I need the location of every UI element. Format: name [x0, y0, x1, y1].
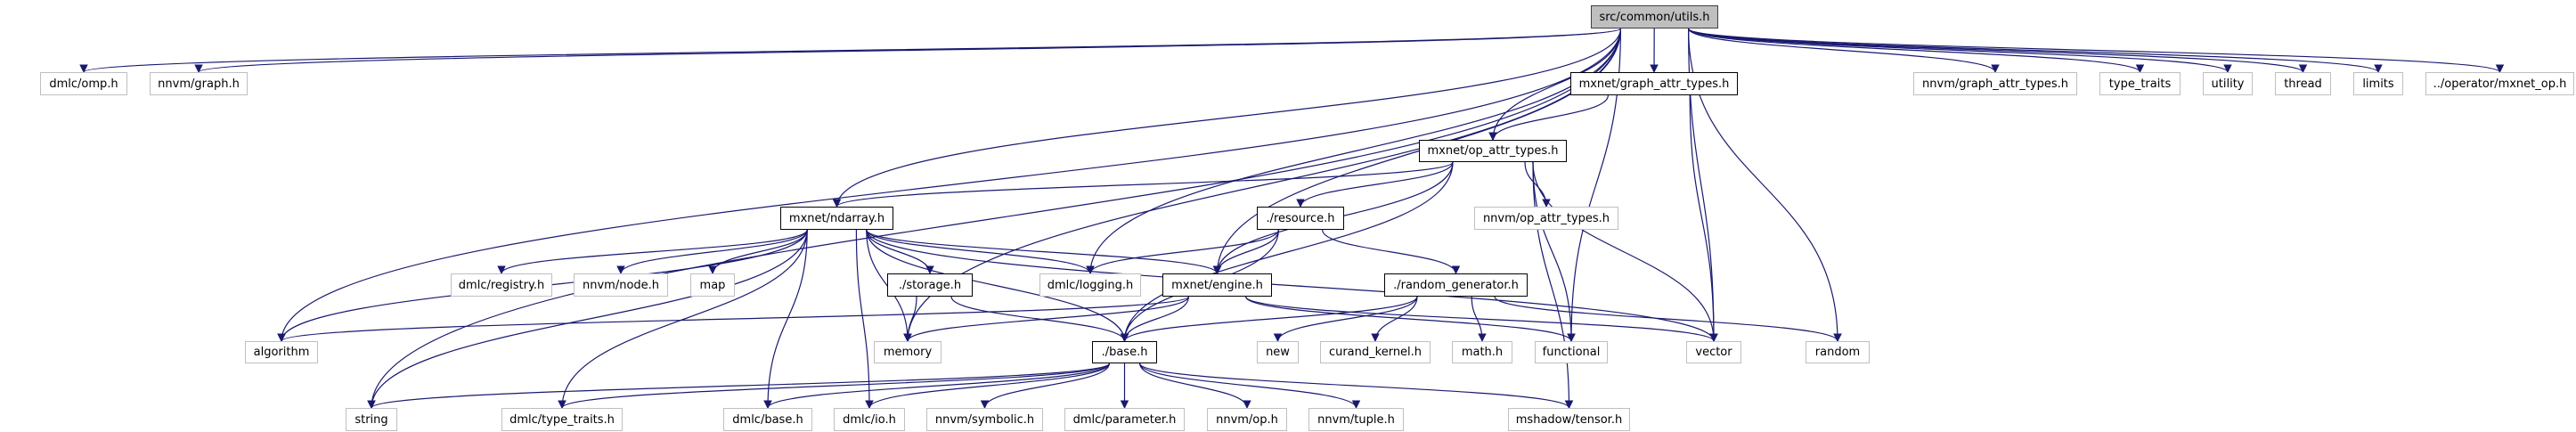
edge-moat-to-vector	[1532, 161, 1718, 342]
edge-ndarray-to-string	[367, 229, 808, 409]
node-node[interactable]: nnvm/node.h	[574, 273, 668, 297]
edge-ndarray-to-storage	[866, 229, 934, 274]
node-moat[interactable]: mxnet/op_attr_types.h	[1419, 140, 1567, 162]
edge-utils-to-utility	[1688, 28, 2232, 73]
edge-base-to-tensor	[1139, 363, 1574, 409]
edge-engine-to-memory	[903, 296, 1189, 342]
node-logging[interactable]: dmlc/logging.h	[1039, 273, 1141, 297]
edge-base-to-symbolic	[980, 363, 1110, 409]
edge-moat-to-functional	[1532, 161, 1576, 342]
node-noat[interactable]: nnvm/op_attr_types.h	[1474, 207, 1618, 230]
edge-moat-to-noat	[1524, 161, 1551, 208]
edge-utils-to-ndarray	[832, 28, 1621, 208]
node-functional[interactable]: functional	[1535, 341, 1608, 363]
node-map[interactable]: map	[690, 273, 735, 297]
edge-randgen-to-base	[1120, 296, 1418, 342]
edge-utils-to-algorithm	[277, 28, 1621, 342]
edge-randgen-to-math	[1471, 296, 1487, 342]
edge-ndarray-to-dio	[855, 229, 874, 409]
edge-moat-to-ndarray	[832, 161, 1454, 208]
node-memory[interactable]: memory	[874, 341, 942, 363]
edge-base-to-dbase	[763, 363, 1110, 409]
node-omp[interactable]: dmlc/omp.h	[40, 72, 127, 95]
edge-ndarray-to-map	[708, 229, 808, 274]
edge-engine-to-functional	[1245, 296, 1576, 342]
node-string[interactable]: string	[346, 408, 397, 431]
edge-utils-to-moat	[1488, 28, 1621, 141]
node-dtt[interactable]: dmlc/type_traits.h	[501, 408, 623, 431]
edge-base-to-string	[367, 363, 1110, 409]
edge-moat-to-resource	[1296, 161, 1454, 208]
edge-base-to-tuple	[1139, 363, 1361, 409]
node-type_traits[interactable]: type_traits	[2099, 72, 2181, 95]
edge-ndarray-to-logging	[866, 229, 1095, 274]
edge-ndarray-to-engine	[866, 229, 1222, 274]
node-ngat[interactable]: nnvm/graph_attr_types.h	[1913, 72, 2077, 95]
edge-engine-to-algorithm	[277, 296, 1189, 342]
node-tensor[interactable]: mshadow/tensor.h	[1508, 408, 1630, 431]
edge-base-to-dio	[865, 363, 1110, 409]
edge-ndarray-to-dtt	[558, 229, 808, 409]
node-vector[interactable]: vector	[1686, 341, 1741, 363]
edge-ndarray-to-memory	[866, 229, 912, 342]
edge-resource-to-engine	[1212, 229, 1279, 274]
edge-utils-to-type_traits	[1688, 28, 2145, 73]
node-dbase[interactable]: dmlc/base.h	[723, 408, 812, 431]
node-math[interactable]: math.h	[1452, 341, 1512, 363]
node-graph[interactable]: nnvm/graph.h	[150, 72, 248, 95]
edge-randgen-to-curand	[1371, 296, 1418, 342]
node-dio[interactable]: dmlc/io.h	[834, 408, 905, 431]
edge-randgen-to-new	[1273, 296, 1418, 342]
node-mgat[interactable]: mxnet/graph_attr_types.h	[1570, 72, 1738, 95]
edge-ndarray-to-vector	[866, 229, 1718, 342]
node-random[interactable]: random	[1806, 341, 1870, 363]
edge-utils-to-omp	[79, 28, 1621, 73]
node-symbolic[interactable]: nnvm/symbolic.h	[926, 408, 1043, 431]
edge-mgat-to-vector	[1689, 94, 1718, 342]
edge-utils-to-limits	[1688, 28, 2383, 73]
edge-ndarray-to-registry	[497, 229, 808, 274]
node-base[interactable]: ./base.h	[1092, 341, 1157, 363]
node-algorithm[interactable]: algorithm	[245, 341, 318, 363]
edge-ndarray-to-base	[866, 229, 1129, 342]
node-utils[interactable]: src/common/utils.h	[1591, 5, 1718, 29]
edge-mgat-to-moat	[1488, 94, 1609, 141]
edge-ndarray-to-node	[616, 229, 808, 274]
edge-resource-to-randgen	[1322, 229, 1461, 274]
node-utility[interactable]: utility	[2203, 72, 2253, 95]
node-storage[interactable]: ./storage.h	[887, 273, 973, 297]
node-curand[interactable]: curand_kernel.h	[1320, 341, 1431, 363]
node-resource[interactable]: ./resource.h	[1257, 207, 1344, 230]
node-mxnet_op[interactable]: ../operator/mxnet_op.h	[2425, 72, 2574, 95]
edge-moat-to-base	[1120, 161, 1454, 342]
edge-utils-to-string	[367, 28, 1621, 409]
edge-randgen-to-random	[1494, 296, 1842, 342]
node-randgen[interactable]: ./random_generator.h	[1384, 273, 1528, 297]
edge-base-to-nop	[1139, 363, 1251, 409]
edge-ndarray-to-dbase	[763, 229, 808, 409]
node-tuple[interactable]: nnvm/tuple.h	[1308, 408, 1404, 431]
node-thread[interactable]: thread	[2275, 72, 2331, 95]
edge-storage-to-base	[950, 296, 1129, 342]
edge-utils-to-graph	[194, 28, 1621, 73]
edge-storage-to-memory	[903, 296, 917, 342]
edge-base-to-dtt	[558, 363, 1110, 409]
edge-engine-to-vector	[1245, 296, 1718, 342]
node-limits[interactable]: limits	[2353, 72, 2403, 95]
node-engine[interactable]: mxnet/engine.h	[1162, 273, 1272, 297]
edge-utils-to-mxnet_op	[1688, 28, 2504, 73]
node-registry[interactable]: dmlc/registry.h	[451, 273, 552, 297]
node-new[interactable]: new	[1257, 341, 1299, 363]
node-ndarray[interactable]: mxnet/ndarray.h	[780, 207, 893, 230]
edge-utils-to-ngat	[1688, 28, 2000, 73]
edge-utils-to-thread	[1688, 28, 2308, 73]
node-nop[interactable]: nnvm/op.h	[1207, 408, 1287, 431]
edge-moat-to-tensor	[1532, 161, 1574, 409]
node-parameter[interactable]: dmlc/parameter.h	[1064, 408, 1185, 431]
edge-resource-to-logging	[1086, 229, 1279, 274]
